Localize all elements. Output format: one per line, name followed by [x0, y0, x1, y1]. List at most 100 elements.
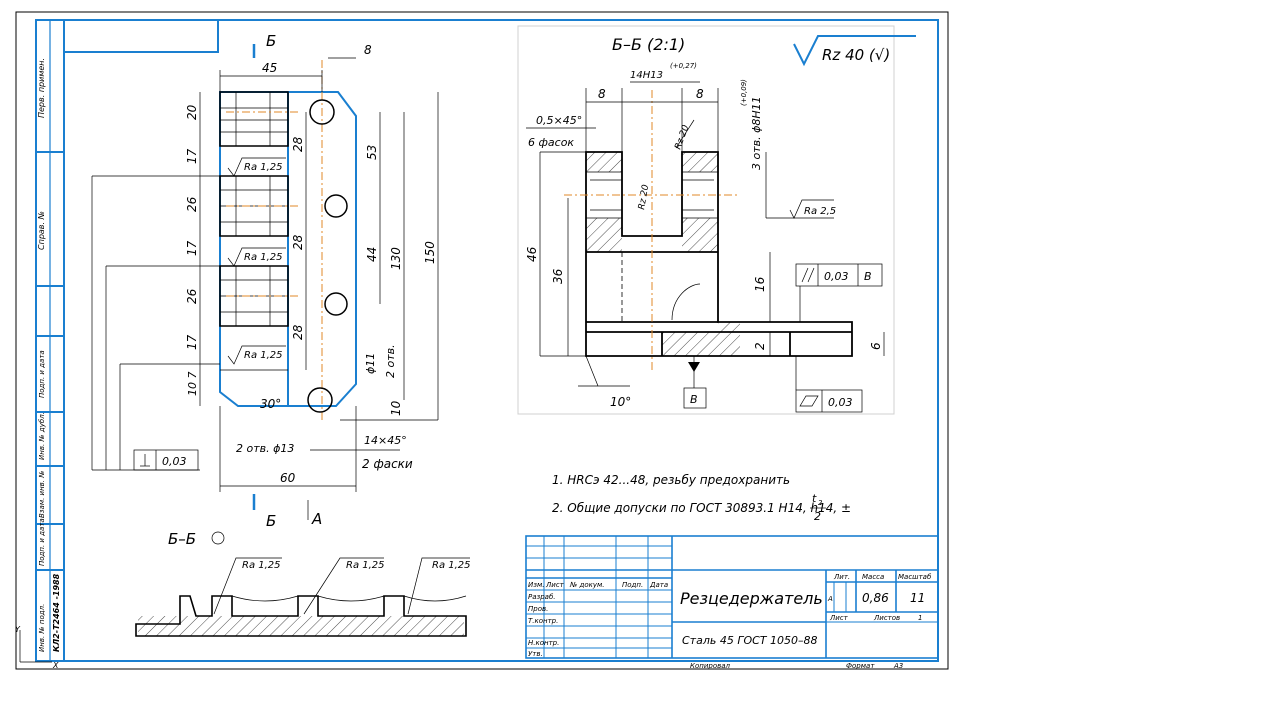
bottom-ra-3: Ra 1,25 — [432, 560, 471, 571]
hdr-sheets: Листов — [873, 614, 900, 622]
flatness-tol: 0,03 — [828, 396, 853, 409]
dim-46: 46 — [525, 246, 539, 262]
dim-2-otv: 2 отв. — [384, 344, 397, 378]
chamfer-count: 6 фасок — [528, 136, 574, 149]
note-frac-den: 2 — [814, 510, 821, 523]
dim-8: 8 — [364, 43, 372, 57]
dim-20: 20 — [185, 104, 199, 120]
hdr-izm: Изм. — [528, 581, 544, 589]
roughness-general: Rz 40 (√) — [822, 46, 890, 64]
hdr-list: Лист — [545, 581, 565, 589]
strip-podp-data-2: Подп. и дата — [38, 518, 46, 566]
dim-36: 36 — [551, 268, 565, 284]
svg-text:Y: Y — [15, 625, 21, 634]
strip-inv-dubl: Инв. № дубл. — [38, 412, 46, 460]
dim-45: 45 — [262, 61, 277, 75]
dim-26b: 26 — [185, 288, 199, 304]
parallel-base: B — [864, 270, 872, 283]
strip-inv-value: КЛ2-Т2464 -1988 — [52, 573, 61, 652]
dim-phi11: ϕ11 — [364, 353, 377, 374]
holes-phi8: 3 отв. ϕ8H11 — [750, 96, 763, 170]
copied-label: Копировал — [690, 662, 731, 670]
angle-30: 30° — [260, 397, 281, 411]
dim-28b: 28 — [291, 234, 305, 250]
hdr-sheet: Лист — [829, 614, 849, 622]
sheets-value: 1 — [918, 614, 922, 622]
dim-28c: 28 — [291, 324, 305, 340]
dim-17b: 17 — [185, 240, 199, 256]
chamfer-14x45: 14×45° — [364, 434, 407, 447]
note-1: 1. HRCэ 42...48, резьбу предохранить — [552, 473, 790, 487]
mass-value: 0,86 — [862, 591, 889, 605]
section-mark-top: Б — [266, 32, 276, 50]
format-value: А3 — [893, 662, 903, 670]
ra-mark-3: Ra 1,25 — [244, 350, 283, 361]
section-view: Б–Б (2:1) Rz 40 (√) — [517, 25, 916, 415]
dim-8b: 8 — [696, 87, 704, 101]
strip-perv-primen: Перв. примен. — [37, 58, 46, 118]
dim-130: 130 — [389, 247, 403, 270]
role-utv: Утв. — [528, 650, 543, 658]
part-name: Резцедержатель — [680, 589, 823, 608]
sheet-border — [15, 11, 949, 670]
chamfer-05x45: 0,5×45° — [536, 114, 582, 127]
perp-tolerance: 0,03 — [162, 455, 187, 468]
lit-value: А — [827, 595, 833, 603]
format-label: Формат — [846, 662, 875, 670]
dim-26a: 26 — [185, 196, 199, 212]
dim-17a: 17 — [185, 148, 199, 164]
dim-150: 150 — [423, 241, 437, 264]
view-mark-a: А — [311, 510, 322, 528]
note-2: 2. Общие допуски по ГОСТ 30893.1 H14, h1… — [552, 501, 851, 515]
ra-2-5: Ra 2,5 — [804, 206, 836, 217]
dim-10-7: 10 7 — [186, 372, 199, 397]
dim-8a: 8 — [598, 87, 606, 101]
title-block: Изм. Лист № докум. Подп. Дата Разраб. Пр… — [525, 535, 939, 670]
dim-60: 60 — [280, 471, 296, 485]
hdr-dokum: № докум. — [569, 581, 605, 589]
material: Сталь 45 ГОСТ 1050–88 — [682, 634, 818, 647]
hdr-masshtab: Масштаб — [898, 573, 932, 581]
axis-marker: Y X — [15, 625, 59, 670]
bottom-section-title: Б–Б — [168, 530, 196, 548]
strip-podp-data-1: Подп. и дата — [38, 350, 46, 398]
bottom-ra-1: Ra 1,25 — [242, 560, 281, 571]
rz20-b: Rz 20 — [637, 184, 651, 211]
role-nkontr: Н.контр. — [528, 639, 559, 647]
dim-44: 44 — [365, 247, 379, 262]
bottom-section: Б–Б Ra 1,25 Ra 1,25 Ra 1,25 — [135, 530, 471, 637]
dim-2: 2 — [753, 342, 767, 350]
hdr-lit: Лит. — [833, 573, 850, 581]
angle-10: 10° — [610, 395, 631, 409]
role-razrab: Разраб. — [528, 593, 556, 601]
dim-10: 10 — [389, 400, 403, 416]
tol-14h13: 14H13 — [630, 70, 663, 81]
parallel-tol: 0,03 — [824, 270, 849, 283]
dim-53: 53 — [365, 145, 379, 160]
holes-13: 2 отв. ϕ13 — [236, 442, 294, 455]
section-title: Б–Б (2:1) — [612, 35, 685, 54]
dim-16: 16 — [753, 276, 767, 292]
svg-text:X: X — [52, 661, 59, 670]
dim-28a: 28 — [291, 136, 305, 152]
hdr-data: Дата — [649, 581, 668, 589]
bottom-ra-2: Ra 1,25 — [346, 560, 385, 571]
tech-notes: 1. HRCэ 42...48, резьбу предохранить 2. … — [552, 473, 851, 523]
tol-14h13-dev: (+0,27) — [670, 62, 697, 70]
left-strip: Перв. примен. Справ. № Подп. и дата Инв.… — [35, 19, 65, 662]
note-frac-num: t — [812, 492, 817, 505]
rz20-a: Rz 20 — [673, 124, 691, 151]
datum-b: B — [690, 393, 698, 406]
hdr-massa: Масса — [862, 573, 884, 581]
role-prov: Пров. — [528, 605, 548, 613]
scale-value: 11 — [910, 591, 925, 605]
main-view: Б Б А 45 8 60 150 130 53 44 20 17 26 17 … — [91, 32, 439, 530]
dim-6: 6 — [869, 342, 883, 350]
strip-sprav-no: Справ. № — [37, 211, 46, 250]
section-mark-bottom: Б — [266, 512, 276, 530]
top-left-box — [64, 20, 219, 53]
hdr-podp: Подп. — [622, 581, 643, 589]
note-frac-sub: 2 — [818, 499, 823, 507]
